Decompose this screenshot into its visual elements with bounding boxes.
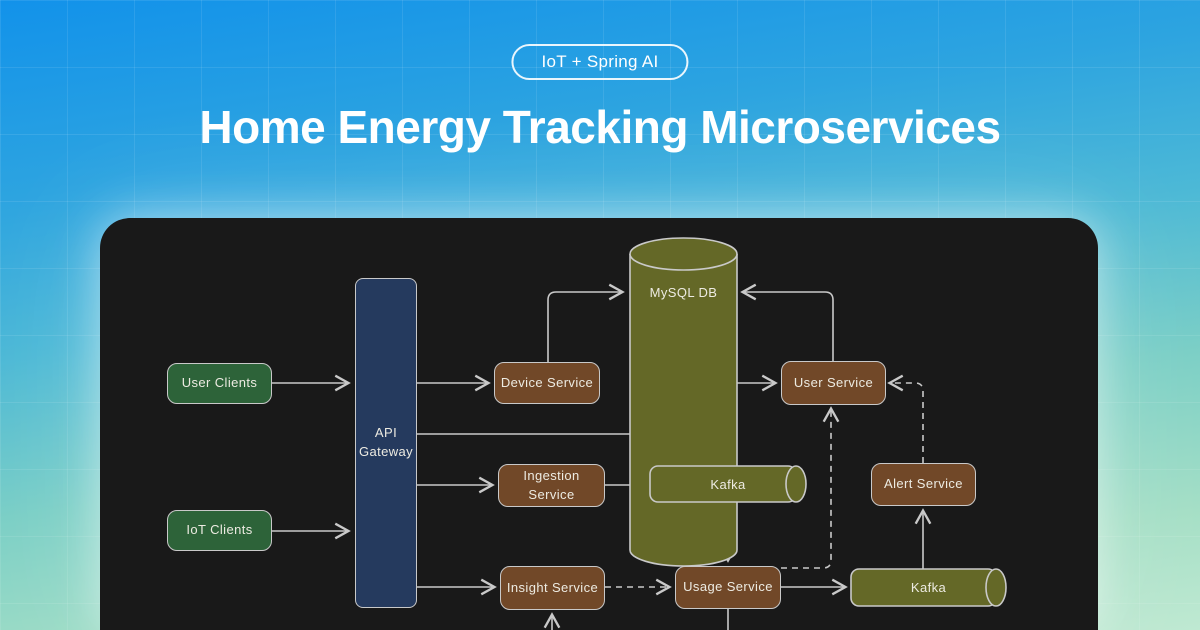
node-ingestion-service: Ingestion Service <box>498 464 605 507</box>
node-kafka-mid-label: Kafka <box>710 476 746 492</box>
edge-deviceservice-mysql <box>547 283 625 362</box>
node-usage-service: Usage Service <box>675 566 781 609</box>
edge-userservice-mysql <box>740 283 834 361</box>
edge-usageservice-userservice-dashed <box>781 406 840 569</box>
kafka-mid-cylinder-end <box>785 465 807 503</box>
mysql-cylinder-top <box>629 237 738 271</box>
topic-badge: IoT + Spring AI <box>511 44 689 80</box>
edge-alertservice-userservice-dashed <box>887 374 924 463</box>
node-user-service: User Service <box>781 361 886 405</box>
node-alert-service: Alert Service <box>871 463 976 506</box>
kafka-bottom-cylinder-end <box>985 568 1007 607</box>
node-iot-clients: IoT Clients <box>167 510 272 551</box>
diagram-panel: User Clients IoT Clients API Gateway Dev… <box>100 218 1098 630</box>
diagram-edges-layer <box>272 237 1007 630</box>
node-device-service: Device Service <box>494 362 600 404</box>
page-title: Home Energy Tracking Microservices <box>199 101 1001 153</box>
node-insight-service: Insight Service <box>500 566 605 610</box>
node-api-gateway: API Gateway <box>355 278 417 608</box>
dashed-edges <box>605 374 924 596</box>
node-kafka-bottom-label: Kafka <box>910 579 947 595</box>
cylinder-shapes <box>629 237 1007 607</box>
node-user-clients: User Clients <box>167 363 272 404</box>
node-mysql-db-label: MySQL DB <box>649 284 718 300</box>
